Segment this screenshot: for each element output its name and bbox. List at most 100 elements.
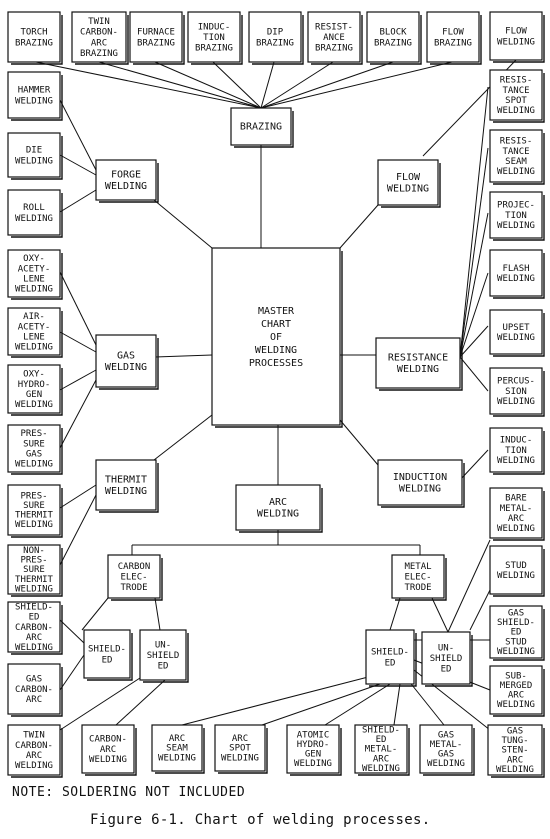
brazing-hub: BRAZING: [230, 107, 294, 148]
connector-line: [59, 484, 97, 509]
connector-line: [447, 539, 491, 633]
connector-line: [393, 683, 401, 726]
connector-line: [459, 272, 489, 358]
figure-caption: Figure 6-1. Chart of welding processes.: [90, 812, 431, 828]
connector-line: [459, 86, 489, 358]
chart-note: NOTE: SOLDERING NOT INCLUDED: [12, 785, 246, 800]
connector-line: [98, 61, 262, 109]
connector-line: [339, 419, 379, 466]
connector-line: [260, 61, 453, 109]
carbon-shielded-hub-label: SHIELD-ED: [88, 645, 126, 666]
connector-line: [260, 61, 275, 109]
connector-line: [431, 597, 449, 633]
connector-line: [459, 325, 489, 358]
connector-line: [459, 356, 489, 392]
connector-line: [212, 61, 262, 109]
connector-line: [59, 494, 97, 566]
carbon-shielded-hub: SHIELD-ED: [83, 629, 133, 681]
connector-line: [260, 61, 394, 109]
connector-line: [59, 99, 97, 171]
connector-line: [261, 683, 381, 726]
connector-line: [59, 189, 97, 213]
connector-line: [339, 204, 379, 249]
connector-line: [59, 619, 85, 644]
connector-line: [59, 271, 97, 346]
connector-line: [59, 154, 97, 176]
connector-line: [153, 199, 213, 249]
connector-line: [153, 414, 213, 461]
